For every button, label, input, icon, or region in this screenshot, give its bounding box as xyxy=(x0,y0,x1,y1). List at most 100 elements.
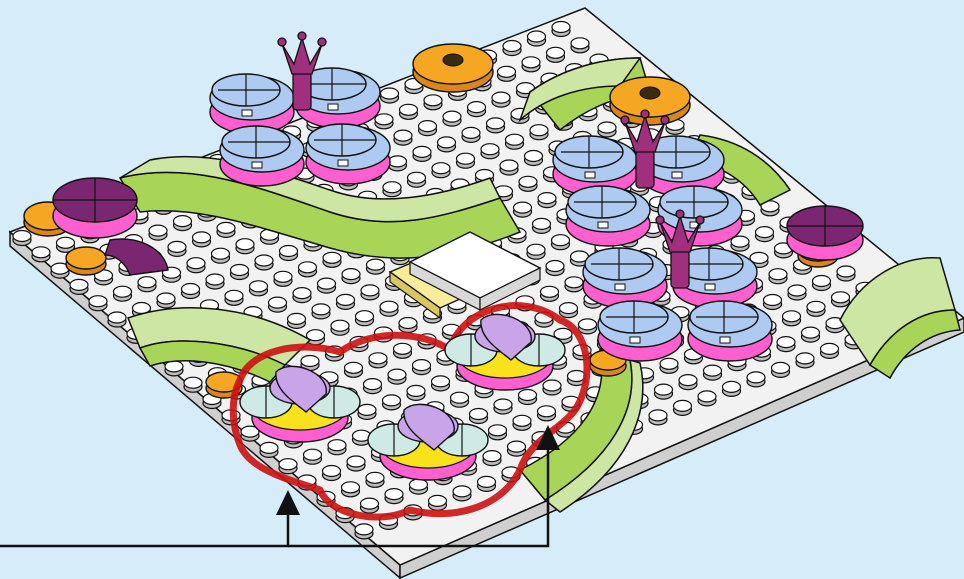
orange-round-tile-top xyxy=(413,44,493,92)
stud xyxy=(723,381,741,396)
stud xyxy=(519,176,537,191)
stud xyxy=(260,442,278,457)
stud xyxy=(168,241,186,256)
stud xyxy=(269,297,287,312)
stud xyxy=(114,286,132,301)
stud xyxy=(777,337,795,352)
stud xyxy=(813,276,831,291)
stud xyxy=(394,343,412,358)
stud xyxy=(832,292,850,307)
stud xyxy=(250,281,268,296)
stud xyxy=(381,88,399,103)
stud xyxy=(400,104,418,119)
stud xyxy=(345,362,363,377)
stud xyxy=(32,247,50,262)
stud xyxy=(443,111,461,126)
stud xyxy=(193,232,211,247)
stud xyxy=(525,151,543,166)
stud xyxy=(483,451,501,466)
stud xyxy=(236,239,254,254)
stud xyxy=(649,410,667,425)
stud xyxy=(538,193,556,208)
stud xyxy=(807,301,825,316)
stud xyxy=(388,369,406,384)
stud xyxy=(375,114,393,129)
stud xyxy=(274,271,292,286)
stud xyxy=(492,92,510,107)
stud xyxy=(331,320,349,335)
stud xyxy=(361,498,379,513)
stud xyxy=(579,319,597,334)
stud xyxy=(679,375,697,390)
stud xyxy=(182,284,200,299)
stud xyxy=(796,353,814,368)
stud xyxy=(660,358,678,373)
stud xyxy=(528,31,546,46)
stud xyxy=(552,22,570,37)
blue-flower xyxy=(598,301,682,361)
stud xyxy=(481,144,499,159)
stud xyxy=(489,425,507,440)
stud xyxy=(772,362,790,377)
stud xyxy=(413,146,431,161)
stud xyxy=(356,311,374,326)
stud xyxy=(361,285,379,300)
stud xyxy=(655,384,673,399)
stud xyxy=(478,476,496,491)
stud xyxy=(383,182,401,197)
stud xyxy=(704,365,722,380)
stud xyxy=(560,303,578,318)
blue-flower xyxy=(688,301,772,361)
stud xyxy=(13,231,31,246)
stud xyxy=(410,479,428,494)
stud xyxy=(468,102,486,117)
stud xyxy=(394,130,412,145)
stud xyxy=(802,327,820,342)
stud xyxy=(821,343,839,358)
blue-flower xyxy=(210,74,294,134)
stud xyxy=(487,118,505,133)
blue-flower xyxy=(583,248,667,308)
stud xyxy=(206,274,224,289)
magenta-flower-right xyxy=(787,206,863,260)
stud xyxy=(157,293,175,308)
stud xyxy=(255,255,273,270)
stud xyxy=(457,153,475,168)
stud xyxy=(184,377,202,392)
stud xyxy=(337,294,355,309)
stud xyxy=(293,288,311,303)
stud xyxy=(533,218,551,233)
stud xyxy=(369,353,387,368)
stud xyxy=(389,156,407,171)
stud xyxy=(513,415,531,430)
stud xyxy=(408,172,426,187)
stud xyxy=(783,311,801,326)
stud xyxy=(323,252,341,267)
stud xyxy=(385,489,403,504)
stud xyxy=(187,258,205,273)
stud xyxy=(70,279,88,294)
stud xyxy=(541,286,559,301)
stud xyxy=(519,390,537,405)
stud xyxy=(451,392,469,407)
stud xyxy=(380,301,398,316)
blue-flower xyxy=(306,124,390,184)
stud xyxy=(527,244,545,259)
stud xyxy=(174,216,192,231)
stud xyxy=(108,312,126,327)
stud xyxy=(506,134,524,149)
stud xyxy=(756,227,774,242)
stud xyxy=(279,459,297,474)
blue-flower xyxy=(220,126,304,186)
stud xyxy=(149,225,167,240)
stud xyxy=(538,406,556,421)
stud xyxy=(318,278,336,293)
stud xyxy=(367,259,385,274)
stud xyxy=(674,400,692,415)
stud xyxy=(546,261,564,276)
stud xyxy=(312,304,330,319)
stud xyxy=(547,47,565,62)
stud xyxy=(383,395,401,410)
stud xyxy=(731,236,749,251)
